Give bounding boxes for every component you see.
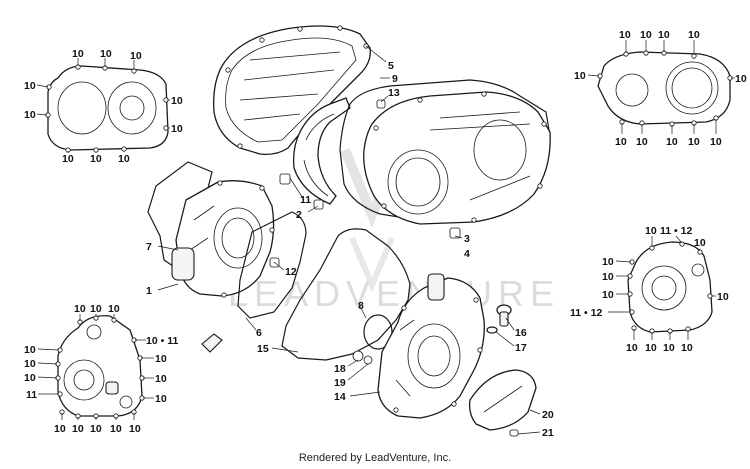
callout-13: 13	[388, 87, 400, 99]
callout-10: 10	[155, 373, 167, 385]
callout-10: 10	[129, 423, 141, 435]
callout-10: 10	[645, 342, 657, 354]
callout-10: 10	[108, 303, 120, 315]
callout-10: 10	[666, 136, 678, 148]
callout-12: 12	[285, 266, 297, 278]
callout-15: 15	[257, 343, 269, 355]
middle-right-callouts: 10 11 • 12 10 10 10 10 10 11 • 12 10 10 …	[570, 225, 729, 354]
callout-14: 14	[334, 391, 346, 403]
top-right-callouts: 10 10 10 10 10 10 10 10 10 10 10	[574, 29, 747, 148]
callout-10: 10	[602, 271, 614, 283]
callout-11: 11	[26, 389, 37, 401]
callout-10: 10	[688, 136, 700, 148]
callout-11-12: 11 • 12	[570, 307, 602, 319]
render-credit: Rendered by LeadVenture, Inc.	[298, 452, 452, 464]
callout-10: 10	[171, 95, 183, 107]
callout-10: 10	[118, 153, 130, 165]
callout-7: 7	[146, 241, 152, 253]
callout-10: 10	[681, 342, 693, 354]
callout-10: 10	[110, 423, 122, 435]
callout-10: 10	[24, 358, 36, 370]
callout-21: 21	[542, 427, 554, 439]
callout-17: 17	[515, 342, 527, 354]
callout-10: 10	[24, 80, 36, 92]
callout-10: 10	[171, 123, 183, 135]
callout-10: 10	[694, 237, 706, 249]
callout-10: 10	[658, 29, 670, 41]
callout-6: 6	[256, 327, 262, 339]
small-decal-cover	[468, 369, 537, 437]
right-crankcase-cover	[352, 273, 485, 419]
callout-2: 2	[296, 209, 302, 221]
callout-16: 16	[515, 327, 527, 339]
top-left-cover-detail	[45, 64, 169, 153]
left-engine-cover	[171, 180, 280, 298]
callout-5: 5	[388, 60, 394, 72]
callout-10: 10	[72, 423, 84, 435]
callout-10: 10	[663, 342, 675, 354]
callout-10: 10	[636, 136, 648, 148]
callout-11-12: 11 • 12	[660, 225, 692, 237]
center-callouts: 5 9 13 11 2 3 4 7 1 12 6 15 8 16 17 18 1…	[146, 45, 554, 439]
callout-3: 3	[464, 233, 470, 245]
callout-10: 10	[100, 48, 112, 60]
callout-1: 1	[146, 285, 152, 297]
callout-10: 10	[710, 136, 722, 148]
callout-10: 10	[54, 423, 66, 435]
clutch-outer-cover	[363, 91, 551, 239]
bottom-left-cover-detail	[55, 315, 145, 419]
callout-10: 10	[90, 423, 102, 435]
drive-belt-cover	[213, 25, 371, 156]
small-bracket	[201, 333, 223, 353]
middle-right-cover-detail	[627, 241, 713, 334]
top-right-cover-detail	[597, 50, 733, 127]
callout-10: 10	[717, 291, 729, 303]
callout-10: 10	[615, 136, 627, 148]
oil-fill-plug	[486, 304, 512, 334]
callout-10: 10	[602, 256, 614, 268]
callout-20: 20	[542, 409, 554, 421]
callout-10: 10	[90, 303, 102, 315]
callout-10: 10	[619, 29, 631, 41]
callout-18: 18	[334, 363, 346, 375]
callout-10: 10	[574, 70, 586, 82]
callout-10: 10	[74, 303, 86, 315]
callout-19: 19	[334, 377, 346, 389]
callout-10: 10	[90, 153, 102, 165]
callout-4: 4	[464, 248, 470, 260]
callout-10: 10	[640, 29, 652, 41]
center-crankcase-gasket	[281, 228, 411, 361]
callout-9: 9	[392, 73, 398, 85]
callout-10: 10	[24, 372, 36, 384]
callout-10: 10	[72, 48, 84, 60]
callout-10: 10	[155, 393, 167, 405]
bottom-left-callouts: 10 10 10 10 10 10 11 10 • 11 10 10 10 10…	[24, 303, 178, 435]
callout-11: 11	[300, 194, 311, 206]
callout-10-11: 10 • 11	[146, 335, 178, 347]
callout-10: 10	[130, 50, 142, 62]
callout-10: 10	[155, 353, 167, 365]
callout-10: 10	[626, 342, 638, 354]
callout-8: 8	[358, 300, 364, 312]
callout-10: 10	[645, 225, 657, 237]
side-cover-gasket	[237, 211, 307, 319]
callout-10: 10	[735, 73, 747, 85]
callout-10: 10	[602, 289, 614, 301]
callout-10: 10	[24, 109, 36, 121]
top-left-callouts: 10 10 10 10 10 10 10 10 10 10	[24, 48, 183, 165]
callout-10: 10	[688, 29, 700, 41]
callout-10: 10	[62, 153, 74, 165]
callout-10: 10	[24, 344, 36, 356]
